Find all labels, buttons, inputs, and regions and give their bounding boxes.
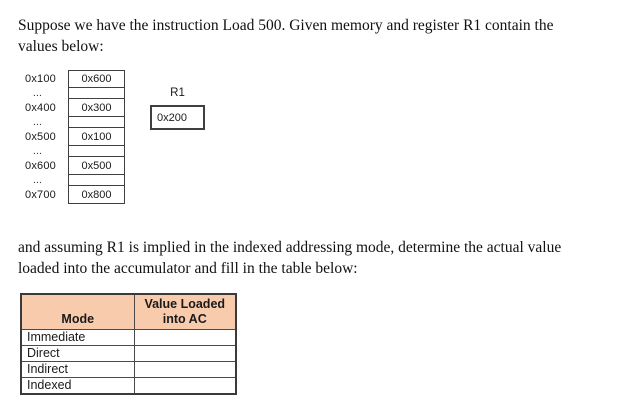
table-row: Immediate xyxy=(20,329,237,346)
answer-cell-indirect[interactable] xyxy=(133,361,237,378)
memory-value-cell xyxy=(68,146,125,157)
table-row: Direct xyxy=(20,345,237,362)
problem-statement-line-2: values below: xyxy=(18,38,104,55)
register-r1-label: R1 xyxy=(170,87,185,99)
memory-address-label: 0x700 xyxy=(25,189,56,201)
memory-value-cell xyxy=(68,117,125,128)
memory-row: ... xyxy=(25,175,125,186)
memory-row: ... xyxy=(25,117,125,128)
register-r1-box: 0x200 xyxy=(150,105,205,130)
mode-column-header: Mode xyxy=(20,293,135,330)
memory-row: 0x700 0x800 xyxy=(25,186,125,204)
memory-address-ellipsis: ... xyxy=(33,146,42,157)
memory-value-cell: 0x500 xyxy=(68,157,125,175)
table-row: Indexed xyxy=(20,377,237,395)
memory-address-ellipsis: ... xyxy=(33,88,42,99)
memory-value-cell xyxy=(68,175,125,186)
memory-address-ellipsis: ... xyxy=(33,117,42,128)
memory-address-ellipsis: ... xyxy=(33,175,42,186)
memory-value-cell: 0x800 xyxy=(68,186,125,204)
mode-cell-direct: Direct xyxy=(20,345,135,362)
table-row: Indirect xyxy=(20,361,237,378)
problem-statement-line-1: Suppose we have the instruction Load 500… xyxy=(18,17,554,34)
memory-address-label: 0x100 xyxy=(25,73,56,85)
answer-cell-immediate[interactable] xyxy=(133,329,237,346)
memory-row: 0x500 0x100 xyxy=(25,128,125,146)
memory-value-cell: 0x300 xyxy=(68,99,125,117)
question-text: and assuming R1 is implied in the indexe… xyxy=(18,237,561,279)
mode-cell-indirect: Indirect xyxy=(20,361,135,378)
register-r1-value: 0x200 xyxy=(157,111,187,124)
memory-address-label: 0x600 xyxy=(25,160,56,172)
memory-address-label: 0x400 xyxy=(25,102,56,114)
memory-diagram: 0x100 0x600 ... 0x400 0x300 ... 0x500 0x… xyxy=(25,70,125,204)
memory-value-cell: 0x600 xyxy=(68,70,125,88)
value-column-header: Value Loaded into AC xyxy=(133,293,237,330)
memory-address-label: 0x500 xyxy=(25,131,56,143)
problem-statement: Suppose we have the instruction Load 500… xyxy=(18,15,553,57)
memory-row: 0x400 0x300 xyxy=(25,99,125,117)
memory-row: ... xyxy=(25,146,125,157)
memory-row: ... xyxy=(25,88,125,99)
memory-value-cell xyxy=(68,88,125,99)
question-text-line-2: loaded into the accumulator and fill in … xyxy=(18,260,358,277)
table-header-row: Mode Value Loaded into AC xyxy=(20,293,237,330)
mode-cell-indexed: Indexed xyxy=(20,377,135,395)
addressing-mode-table: Mode Value Loaded into AC Immediate Dire… xyxy=(20,293,237,395)
memory-value-cell: 0x100 xyxy=(68,128,125,146)
question-text-line-1: and assuming R1 is implied in the indexe… xyxy=(18,239,562,256)
mode-cell-immediate: Immediate xyxy=(20,329,135,346)
memory-row: 0x600 0x500 xyxy=(25,157,125,175)
answer-cell-direct[interactable] xyxy=(133,345,237,362)
memory-row: 0x100 0x600 xyxy=(25,70,125,88)
answer-cell-indexed[interactable] xyxy=(133,377,237,395)
